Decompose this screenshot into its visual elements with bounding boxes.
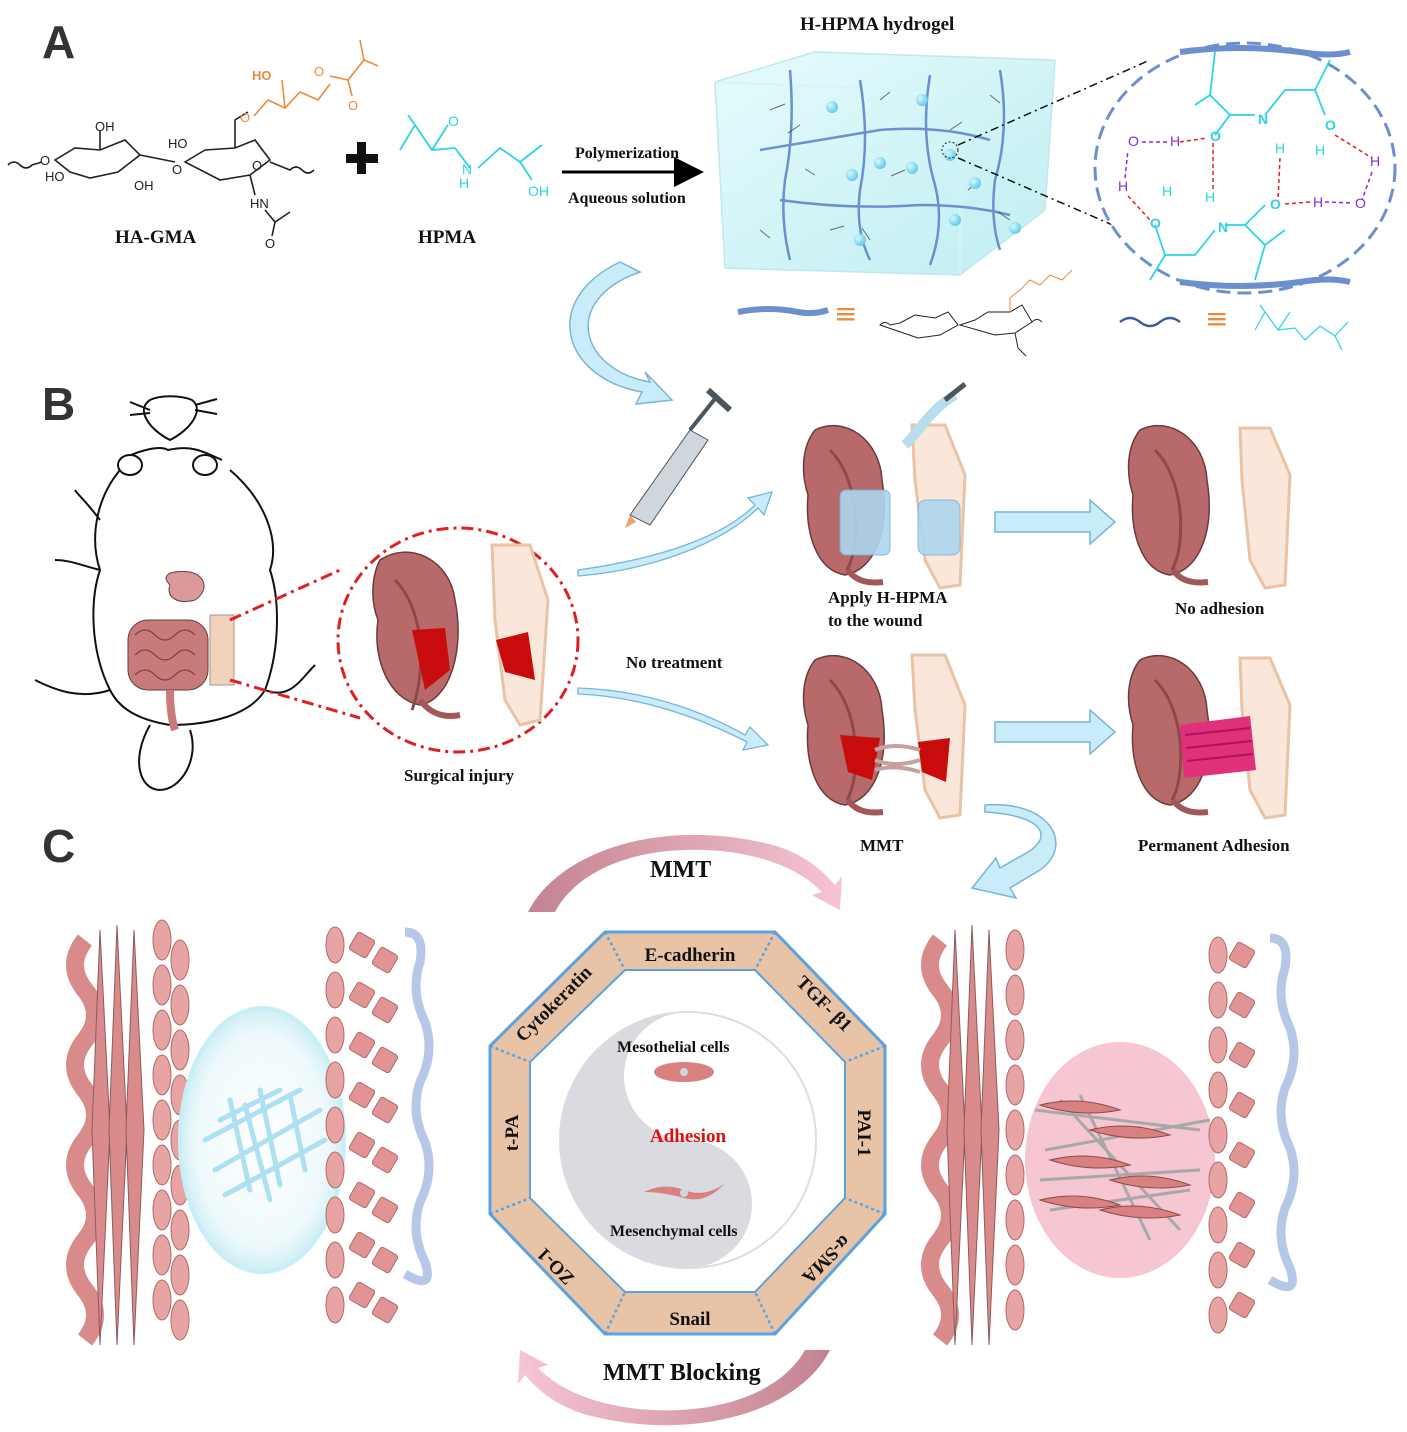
transition-arrow-b-c — [970, 803, 1057, 900]
svg-text:O: O — [172, 162, 182, 177]
arrow-top-label: Polymerization — [575, 145, 679, 162]
mmt-label: MMT — [860, 836, 904, 855]
surgical-injury-circle — [336, 526, 580, 754]
segment-snail: Snail — [669, 1309, 710, 1330]
svg-text:HN: HN — [250, 196, 269, 211]
mmt-arc-label: MMT — [650, 857, 711, 883]
atom-h-2: H — [1315, 142, 1325, 158]
gma-side-chain: O HO O O — [240, 39, 379, 125]
svg-text:O: O — [252, 158, 262, 173]
equiv-icon-1: ≡ — [834, 297, 857, 330]
legend-hpma-chain — [1119, 316, 1181, 328]
rat-illustration — [34, 395, 316, 792]
no-adhesion-label: No adhesion — [1175, 599, 1265, 618]
panel-label-c: C — [42, 820, 75, 872]
no-adhesion-tissue — [1127, 424, 1292, 590]
mesothelial-label: Mesothelial cells — [617, 1039, 729, 1056]
surgical-injury-label: Surgical injury — [404, 766, 515, 785]
equiv-icon-2: ≡ — [1205, 302, 1228, 335]
segment-t-pa: t-PA — [502, 1114, 523, 1151]
panel-label-a: A — [42, 16, 75, 68]
reactant1-label: HA-GMA — [115, 227, 197, 248]
arrow-to-no-adhesion — [994, 498, 1117, 546]
svg-text:O: O — [40, 153, 50, 168]
rat-organs — [127, 571, 235, 732]
svg-text:HO: HO — [252, 68, 272, 83]
hpma-structure: O H OH N — [399, 113, 549, 199]
svg-text:O: O — [314, 64, 324, 79]
atom-o-purple-1: O — [1128, 133, 1139, 149]
atom-n-1: N — [1258, 111, 1268, 127]
apply-label-line1: Apply H-HPMA — [828, 588, 948, 607]
zoom-line-top — [957, 59, 1151, 146]
svg-text:O: O — [348, 98, 358, 113]
zoom-line-bottom — [957, 157, 1176, 253]
yin-yang-icon — [559, 1011, 817, 1269]
treated-tissue — [802, 382, 967, 590]
atom-o-purple-2: O — [1355, 195, 1366, 211]
mmt-tissue — [802, 653, 967, 820]
mmt-blocking-arc-arrow — [518, 1350, 830, 1426]
atom-n-2: N — [1218, 219, 1228, 235]
atom-o-4: O — [1150, 215, 1161, 231]
arrow-to-permanent-adhesion — [994, 708, 1117, 756]
permanent-adhesion-tissue — [1127, 654, 1292, 820]
atom-h-3: H — [1205, 189, 1215, 205]
svg-text:N: N — [462, 161, 472, 177]
arrow-to-no-treatment — [577, 687, 770, 751]
apply-label-line2: to the wound — [828, 611, 923, 630]
adhesion-label: Adhesion — [650, 1126, 726, 1147]
mmt-arc-arrow — [528, 834, 842, 912]
hydrogel-title: H-HPMA hydrogel — [800, 14, 954, 35]
right-tissue-adhesion — [921, 924, 1299, 1346]
legend-hpma-structure — [1254, 304, 1349, 351]
svg-text:O: O — [265, 236, 275, 251]
syringe-icon — [625, 387, 733, 528]
no-treatment-label: No treatment — [626, 653, 723, 672]
hydrogen-bond-zoom: O N H O H O N H O H O H H H O H — [1093, 41, 1397, 295]
left-tissue-protected — [66, 919, 434, 1346]
atom-h-1: H — [1275, 140, 1285, 156]
hydrogel-cube — [714, 51, 1056, 276]
svg-text:HO: HO — [45, 169, 65, 184]
transition-arrow-a-b — [569, 261, 674, 405]
svg-text:O: O — [448, 113, 459, 129]
svg-text:HO: HO — [168, 136, 188, 151]
mesenchymal-label: Mesenchymal cells — [610, 1223, 738, 1240]
atom-h-4: H — [1162, 183, 1172, 199]
atom-h-purple-2: H — [1170, 133, 1180, 149]
atom-h-purple-4: H — [1313, 194, 1323, 210]
atom-h-purple-1: H — [1118, 178, 1128, 194]
plus-icon — [346, 142, 378, 174]
ha-gma-structure: O OH HO OH O HO O HN O — [7, 111, 315, 251]
panel-label-b: B — [42, 378, 75, 430]
arrow-to-treatment — [577, 491, 774, 577]
svg-text:OH: OH — [95, 119, 115, 134]
legend-ha-gma-chain — [737, 306, 829, 317]
atom-o-1: O — [1210, 128, 1221, 144]
atom-h-purple-3: H — [1370, 153, 1380, 169]
segment-e-cadherin: E-cadherin — [645, 945, 736, 966]
svg-text:O: O — [240, 110, 250, 125]
reactant2-label: HPMA — [418, 227, 476, 248]
svg-text:H: H — [459, 175, 469, 191]
legend-ha-gma-structure — [879, 269, 1073, 357]
injury-zoom-lines — [229, 568, 361, 720]
permanent-adhesion-label: Permanent Adhesion — [1138, 836, 1290, 855]
atom-o-3: O — [1270, 196, 1281, 212]
arrow-bottom-label: Aqueous solution — [568, 190, 686, 207]
segment-pai-1: PAI-1 — [853, 1109, 874, 1156]
mmt-blocking-label: MMT Blocking — [603, 1360, 761, 1386]
svg-text:OH: OH — [528, 183, 549, 199]
atom-o-2: O — [1325, 117, 1336, 133]
svg-text:OH: OH — [134, 178, 154, 193]
